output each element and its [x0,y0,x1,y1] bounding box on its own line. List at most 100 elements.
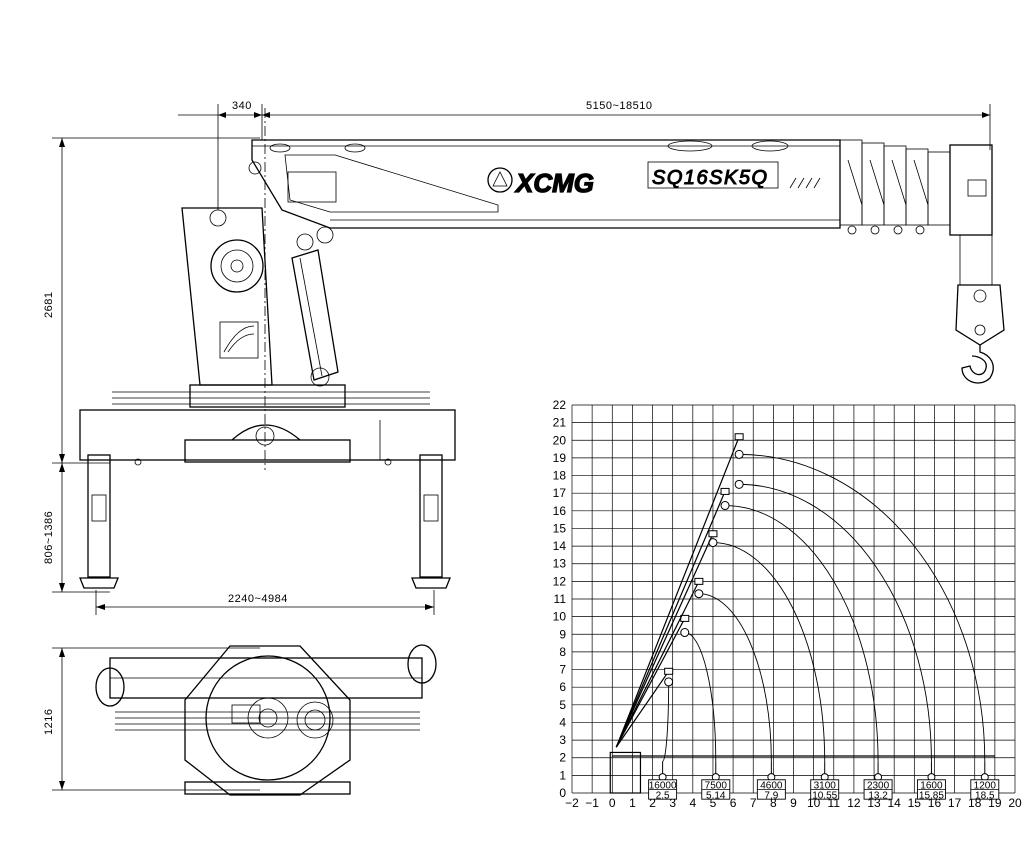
x-tick-label: −2 [565,796,579,810]
hook-mark [734,479,744,489]
y-tick-label: 7 [559,663,566,677]
brand-badge: XCMG SQ16SK5Q [487,161,821,199]
dim-outrigger-span: 2240~4984 [228,593,288,605]
load-curve [698,593,772,762]
y-tick-label: 12 [553,574,567,588]
y-tick-label: 16 [553,504,567,518]
boom-line [615,436,740,748]
y-tick-label: 6 [559,680,566,694]
boom-tip-mark [734,433,744,441]
dim-base-depth: 1216 [43,709,55,735]
x-tick-label: 2 [649,796,656,810]
load-value: 16000 [649,781,677,792]
x-tick-label: 6 [730,796,737,810]
crane-base [79,108,456,470]
brand-emblem-icon [487,167,513,193]
crane-base-mark [609,751,642,794]
boom-line [615,618,686,748]
load-curves [658,449,989,782]
dim-height: 2681 [43,292,55,318]
x-tick-label: 0 [609,796,616,810]
boom-line [615,670,670,748]
x-tick-label: 12 [847,796,861,810]
y-tick-label: 14 [553,539,567,553]
boom-tip-mark [664,667,674,675]
y-tick-label: 19 [553,451,567,465]
x-tick-label: 5 [710,796,717,810]
load-curve [739,483,932,762]
top-plan-view: 1216 [43,644,437,796]
load-value: 3100 [814,781,837,792]
top-dimension-line: 340 5150~18510 [178,100,991,210]
side-elevation-view: 340 5150~18510 2681 806~1386 [43,100,1005,615]
hook-icon [961,345,994,384]
load-curve [712,542,826,762]
model-label: SQ16SK5Q [652,167,769,189]
brand-logo-text: XCMG [514,168,594,198]
telescopic-boom [248,139,993,251]
boom-line [615,533,714,748]
crane-column [181,207,339,387]
x-tick-label: 17 [948,796,962,810]
load-value: 2300 [867,781,890,792]
y-tick-label: 10 [553,610,567,624]
y-tick-label: 13 [553,557,567,571]
y-tick-label: 3 [559,733,566,747]
boom-tip-mark [720,487,730,495]
boom-line [615,581,700,748]
y-tick-label: 18 [553,469,567,483]
y-tick-label: 5 [559,698,566,712]
load-radius: 7.9 [764,790,778,801]
dim-top-offset: 340 [232,100,252,112]
y-tick-label: 15 [553,521,567,535]
x-tick-label: 1 [629,796,636,810]
load-value: 1600 [920,781,943,792]
hook-block [955,235,1005,384]
y-tick-label: 2 [559,751,566,765]
boom-tip-mark [694,577,704,585]
y-tick-label: 17 [553,486,567,500]
hook-mark [734,449,744,459]
x-tick-label: 9 [790,796,797,810]
chart-grid [571,404,1016,794]
hook-mark [720,501,730,511]
span-dimension: 2240~4984 [95,590,435,615]
hook-mark [680,628,690,638]
x-tick-label: −1 [585,796,599,810]
dim-boom-length: 5150~18510 [586,100,652,112]
x-tick-label: 4 [689,796,696,810]
x-tick-label: 3 [669,796,676,810]
load-chart-plate [219,321,259,359]
y-tick-label: 11 [554,592,567,606]
y-tick-label: 22 [553,398,567,412]
boom-line [615,491,726,748]
hook-mark [694,589,704,599]
y-tick-label: 20 [553,433,567,447]
y-tick-label: 9 [559,627,566,641]
outrigger-legs [79,454,451,589]
boom-tip-mark [708,530,718,538]
load-value: 4600 [760,781,783,792]
boom-positions [609,433,995,794]
load-value: 1200 [974,781,997,792]
load-curve [739,453,986,762]
x-tick-label: 20 [1008,796,1022,810]
load-radius: 5.14 [706,790,726,801]
load-radius: 15.85 [919,790,944,801]
y-tick-label: 21 [553,416,567,430]
height-dimension: 2681 806~1386 [43,137,260,593]
y-tick-label: 0 [559,786,566,800]
hook-mark [664,677,674,687]
load-radius: 10.55 [812,790,837,801]
load-radius: 18.5 [975,790,995,801]
x-tick-label: 7 [750,796,757,810]
dim-outrigger-height: 806~1386 [43,511,55,564]
y-tick-label: 1 [559,768,566,782]
load-curve [662,681,670,762]
load-curve [684,632,717,762]
load-radius: 2.5 [656,790,670,801]
